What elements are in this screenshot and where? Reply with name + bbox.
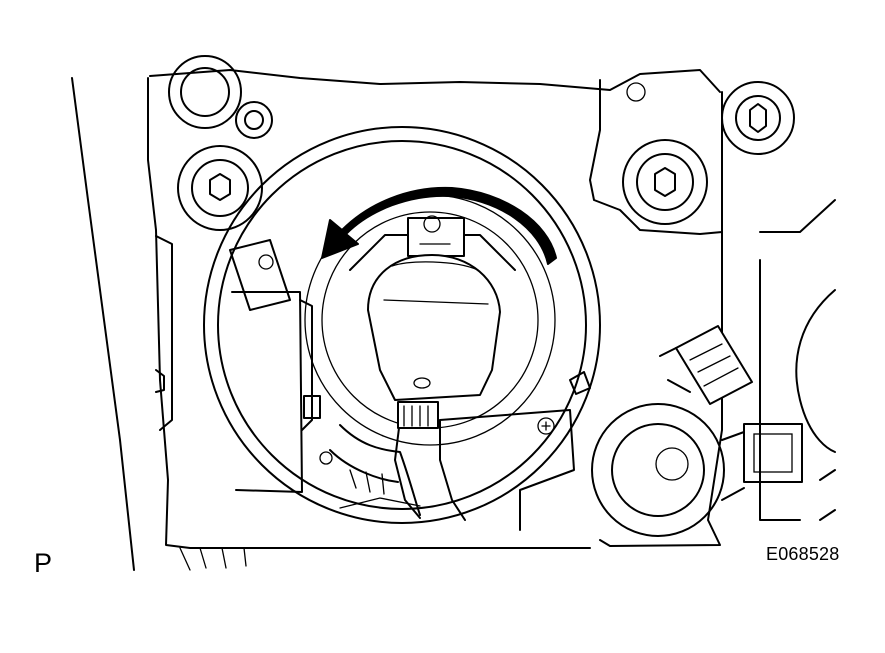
figure-code: E068528 xyxy=(766,544,840,564)
mounting-boss-small-left xyxy=(235,101,273,139)
mounting-boss-top-right xyxy=(626,81,795,155)
mounting-boss-right xyxy=(622,139,708,225)
left-bracket xyxy=(231,291,333,493)
leveling-actuator xyxy=(591,403,803,537)
counterclockwise-rotation-arrow xyxy=(321,186,557,265)
mounting-boss-top-left xyxy=(168,55,242,129)
bulb-connector xyxy=(367,254,501,429)
view-label: P xyxy=(34,548,53,578)
wire-harness xyxy=(329,419,466,521)
side-connector xyxy=(659,325,753,405)
bulb-socket-opening xyxy=(203,126,601,524)
lower-right-bracket xyxy=(439,371,591,531)
mounting-boss-left xyxy=(177,145,263,231)
